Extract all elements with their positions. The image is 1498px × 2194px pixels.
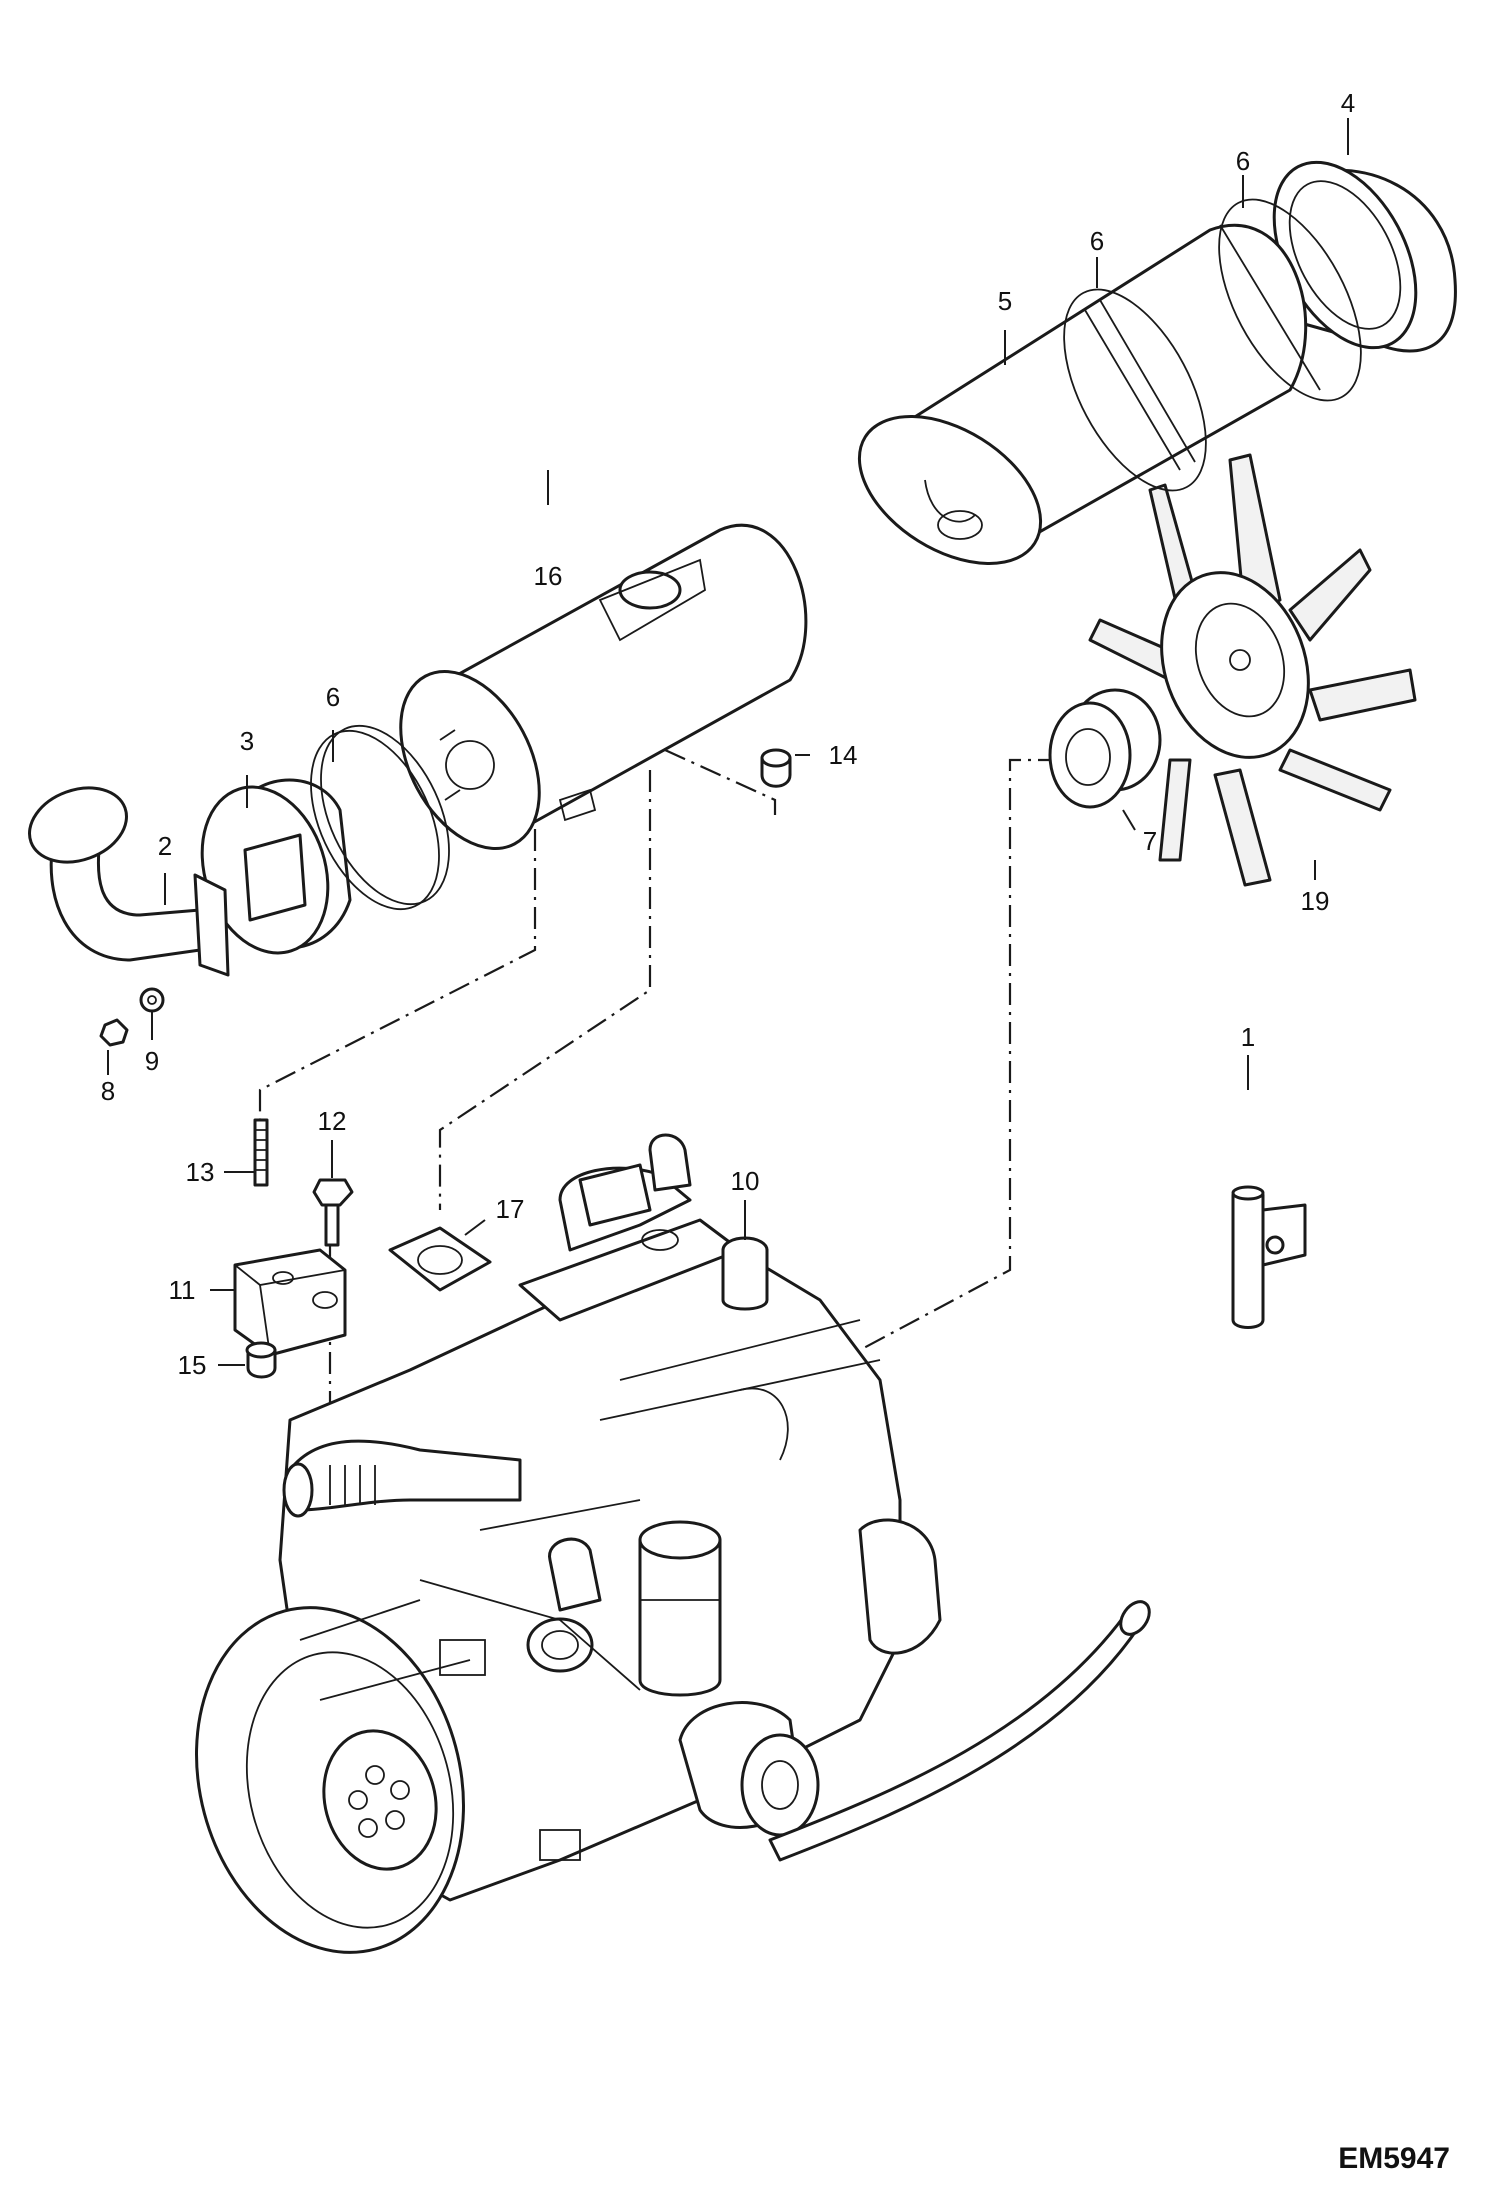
- callout-6-top-right: 6: [1236, 146, 1250, 176]
- part-9-washer: [139, 987, 165, 1013]
- callout-4: 4: [1341, 88, 1355, 118]
- part-19-cooling-fan: [1088, 453, 1417, 887]
- callout-3: 3: [240, 726, 254, 756]
- part-6-hose-clamps: [310, 198, 1362, 911]
- callout-19: 19: [1301, 886, 1330, 916]
- part-2-exhaust-elbow: [28, 786, 230, 977]
- part-5-fan-shroud: [857, 223, 1321, 565]
- part-16-muffler: [399, 523, 808, 850]
- part-14-grommet: [760, 748, 792, 788]
- callout-1: 1: [1241, 1022, 1255, 1052]
- callout-2: 2: [158, 831, 172, 861]
- callout-6-upper: 6: [1090, 226, 1104, 256]
- callout-9: 9: [145, 1046, 159, 1076]
- part-12-bolt: [312, 1178, 354, 1247]
- part-11-mounting-bracket: [233, 1248, 347, 1357]
- part-13-stud: [253, 1118, 269, 1187]
- part-4-shroud-ring: [1272, 160, 1457, 353]
- leader-lines: [107, 118, 1349, 1366]
- part-15-rubber-mount: [245, 1341, 277, 1379]
- drawing-code-label: EM5947: [1338, 2142, 1450, 2175]
- callout-16: 16: [534, 561, 563, 591]
- callout-5: 5: [998, 286, 1012, 316]
- callout-7: 7: [1143, 826, 1157, 856]
- callout-12: 12: [318, 1106, 347, 1136]
- callout-10: 10: [731, 1166, 760, 1196]
- callout-6-left: 6: [326, 682, 340, 712]
- part-7-fan-pulley: [1048, 688, 1162, 809]
- callout-8: 8: [101, 1076, 115, 1106]
- callout-14: 14: [829, 740, 858, 770]
- part-3-flange-adapter: [200, 778, 352, 955]
- part-1-coolant-pipe: [1231, 1185, 1307, 1329]
- callout-13: 13: [186, 1157, 215, 1187]
- callout-labels: 4 6 6 5 16 6 3 2 14 7 19 9 8 1 12 13 10 …: [101, 88, 1355, 1380]
- part-8-nut: [99, 1018, 129, 1047]
- callout-11: 11: [169, 1275, 196, 1305]
- part-10-engine: [195, 1133, 1151, 1954]
- callout-17: 17: [496, 1194, 525, 1224]
- part-17-gasket: [388, 1226, 492, 1292]
- callout-15: 15: [178, 1350, 207, 1380]
